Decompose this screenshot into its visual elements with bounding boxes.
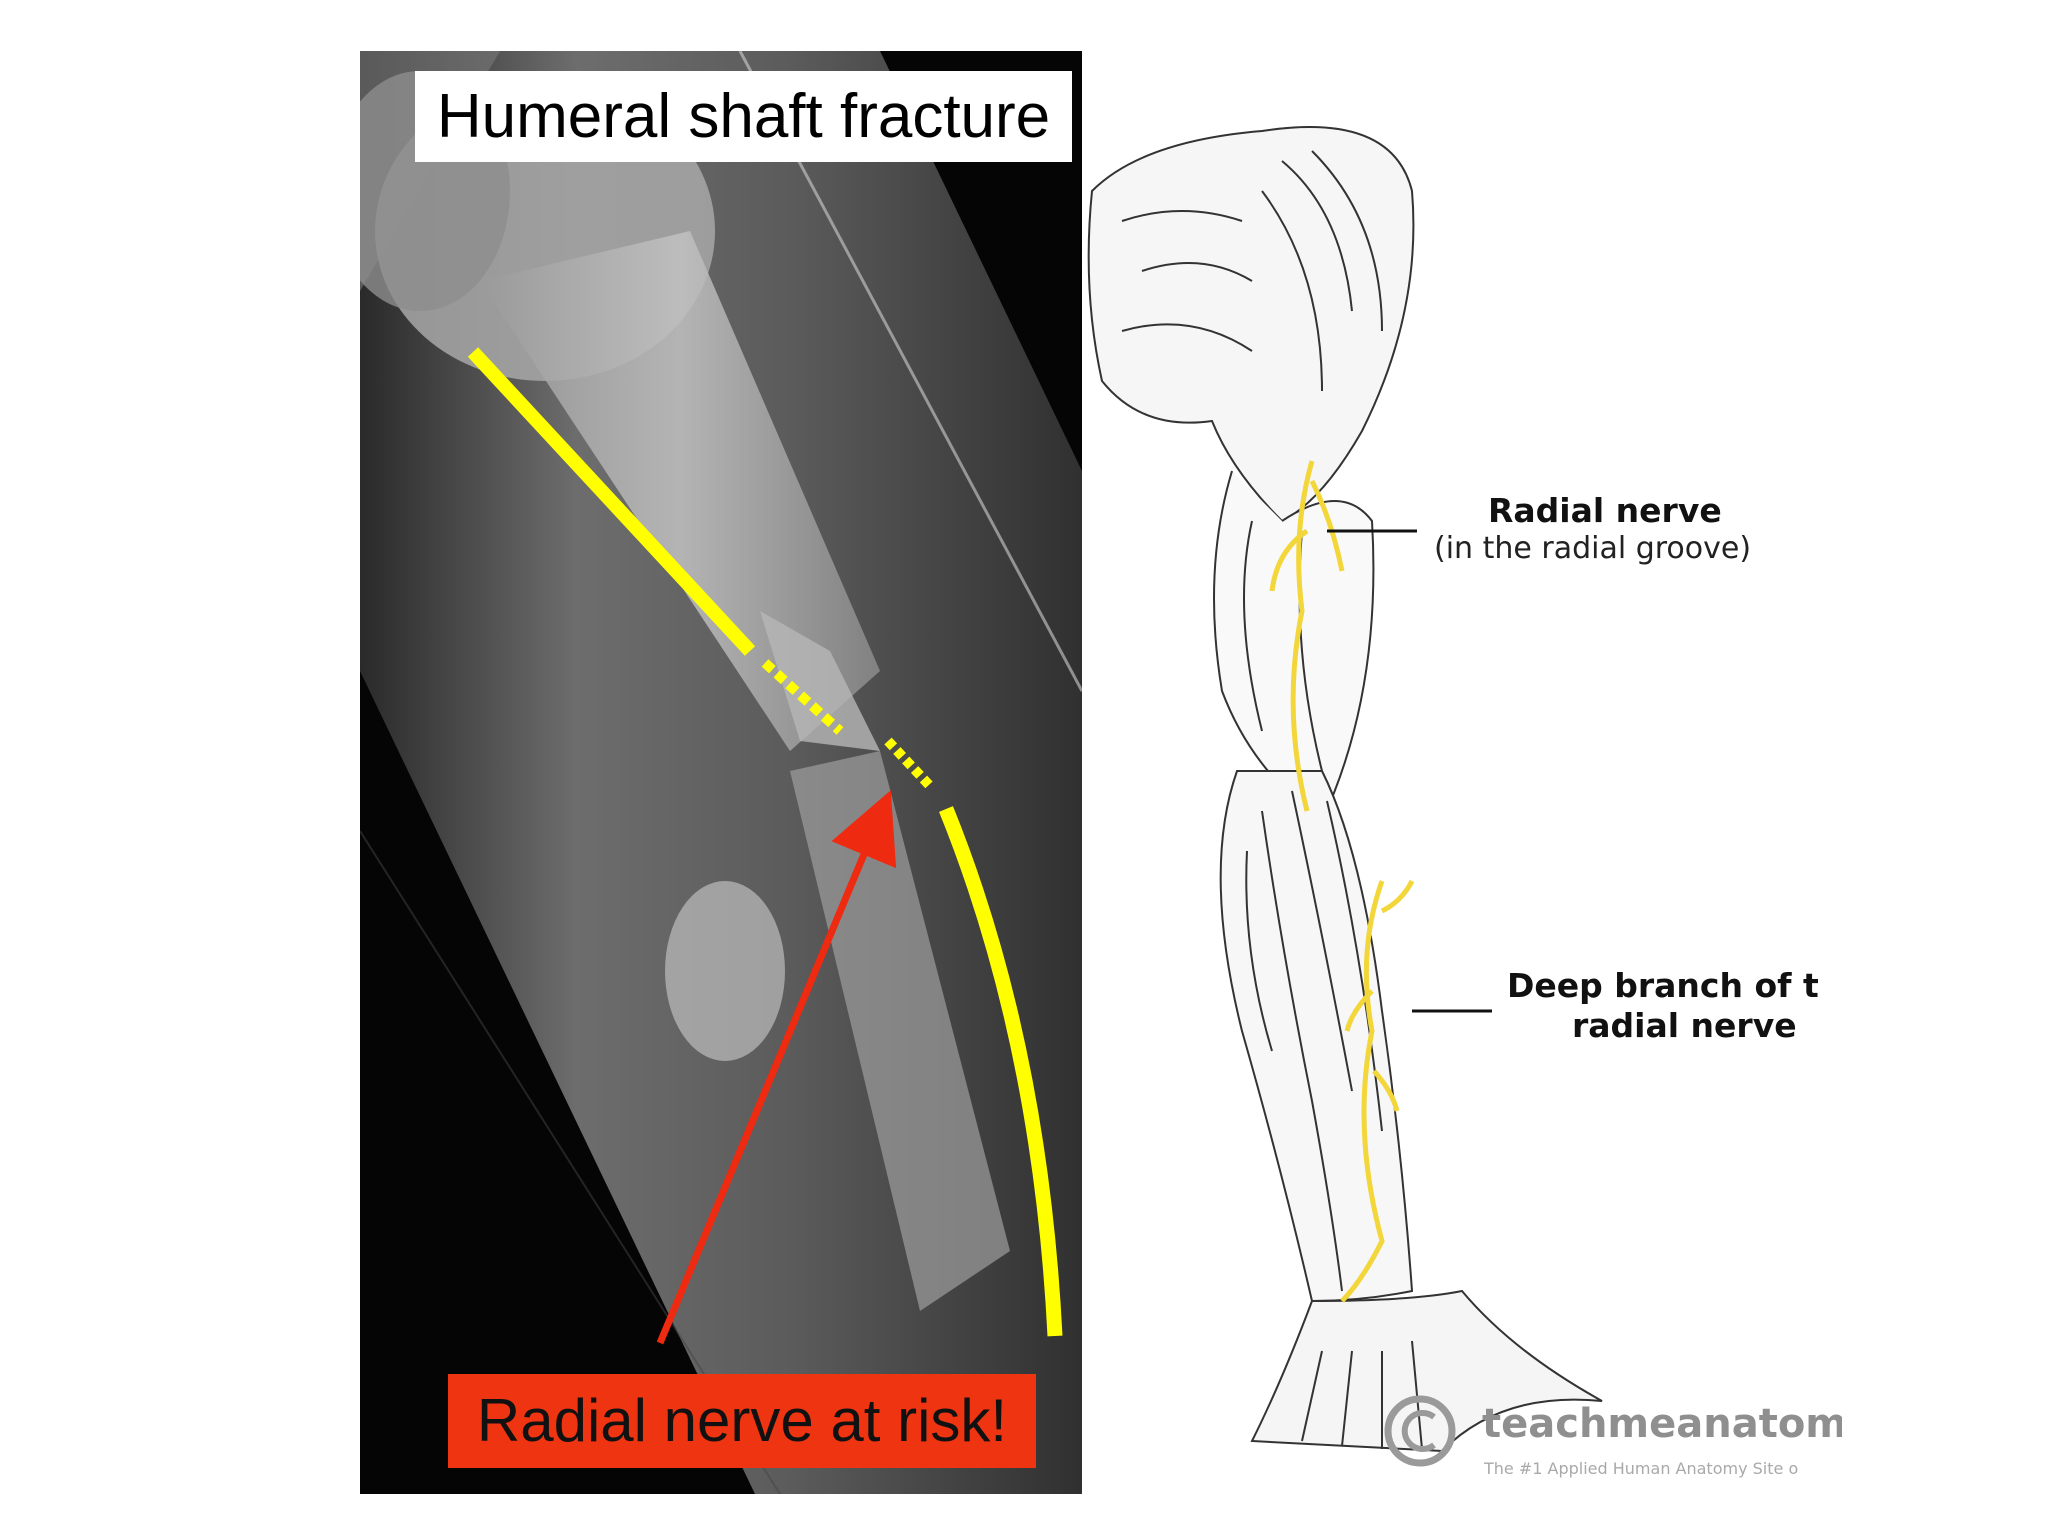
- xray-image: [360, 51, 1082, 1494]
- radial-nerve-label: Radial nerve: [1488, 491, 1722, 530]
- anatomy-panel: Radial nerve (in the radial groove) Deep…: [1082, 51, 1842, 1494]
- risk-callout: Radial nerve at risk!: [448, 1374, 1036, 1468]
- nerve-line-fracture: [761, 659, 844, 735]
- xray-panel: Humeral shaft fracture Radial nerve at r…: [360, 51, 1082, 1494]
- arm-muscle-drawing: [1087, 126, 1603, 1453]
- watermark-tagline: The #1 Applied Human Anatomy Site o: [1484, 1459, 1799, 1478]
- deep-branch-label-line2: radial nerve: [1572, 1006, 1797, 1045]
- deep-branch-label-line1: Deep branch of t: [1507, 966, 1819, 1005]
- nerve-line-proximal: [467, 347, 756, 656]
- anatomy-illustration: [1087, 126, 1603, 1467]
- nerve-line-fracture-2: [884, 737, 934, 790]
- risk-arrow: [656, 790, 897, 1345]
- watermark-brand: teachmeanatomy: [1482, 1401, 1842, 1447]
- xray-title: Humeral shaft fracture: [415, 71, 1072, 162]
- radial-nerve-drawing: [1269, 460, 1415, 1303]
- radial-groove-label: (in the radial groove): [1434, 531, 1752, 566]
- nerve-line-distal: [939, 806, 1063, 1337]
- copyright-icon: [1384, 1395, 1456, 1467]
- proximal-shaft: [480, 231, 880, 751]
